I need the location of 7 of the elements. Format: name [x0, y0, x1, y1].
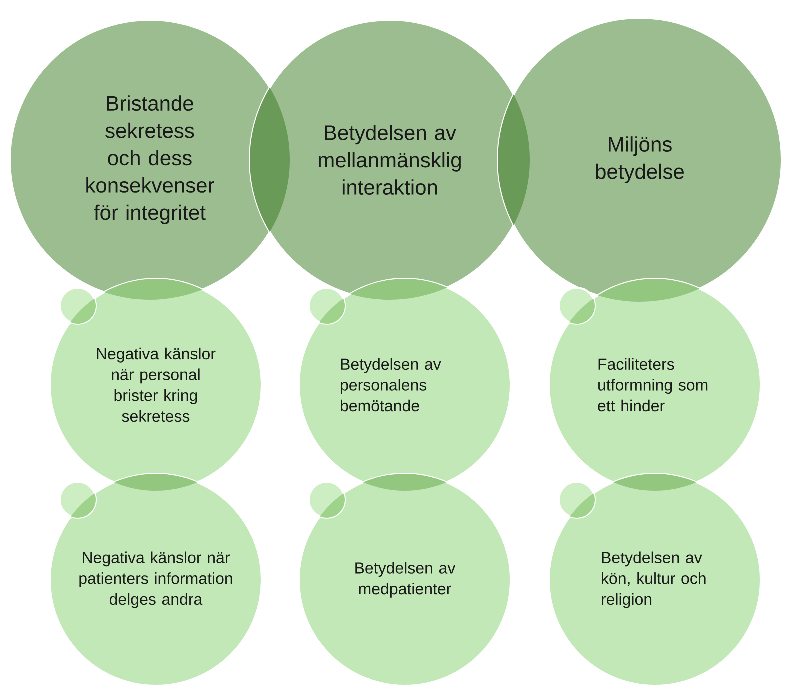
node-label: Miljöns betydelse: [596, 136, 684, 184]
small-circle: [308, 287, 346, 325]
small-circle: [59, 287, 97, 325]
small-circle: [558, 287, 596, 325]
small-circle: [308, 481, 346, 519]
small-circle: [558, 481, 596, 519]
small-circle: [59, 481, 97, 519]
